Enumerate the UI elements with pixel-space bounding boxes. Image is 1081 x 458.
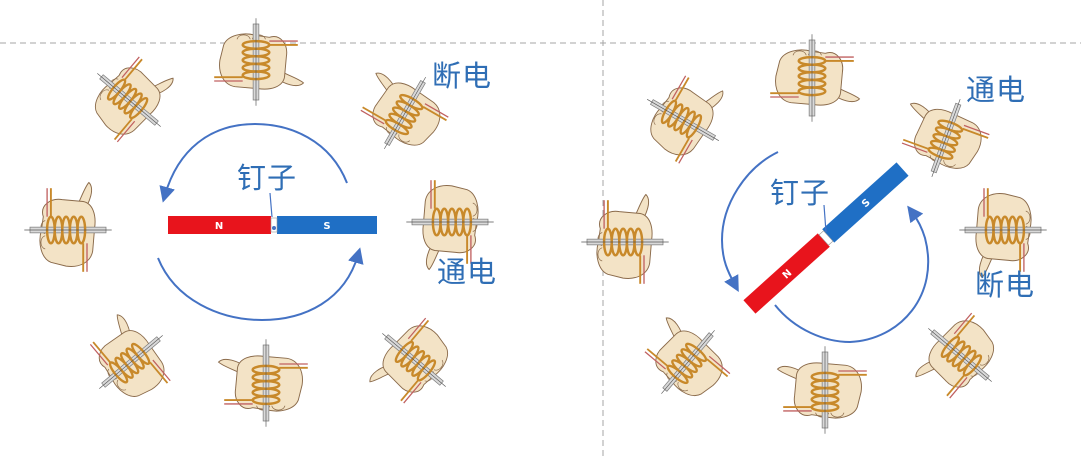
nail-pointer (823, 204, 827, 233)
rotation-arrow-upper (159, 122, 348, 203)
left-label-nail: 钉子 (237, 161, 298, 195)
right-label-nail: 钉子 (770, 176, 831, 210)
magnet-north (168, 216, 271, 234)
magnet-south (822, 162, 909, 243)
hand-coil-icon (626, 59, 743, 177)
rotation-arrow-left (720, 151, 779, 293)
left-label-power-off: 断电 (432, 59, 493, 93)
hand-coil-icon (70, 37, 191, 159)
left-panel: N S (23, 17, 495, 428)
rotation-arrow-lower (157, 247, 364, 322)
hand-coil-icon (776, 345, 869, 435)
magnet-north-label: N (215, 221, 223, 232)
right-label-power-on: 通电 (966, 73, 1027, 107)
rotation-arrow-right (774, 205, 930, 344)
right-label-power-off: 断电 (975, 268, 1036, 302)
left-label-power-on: 通电 (437, 255, 498, 289)
hand-coil-icon (23, 181, 113, 274)
hand-coil-icon (212, 17, 305, 107)
hand-coil-icon (352, 301, 473, 423)
nail-dot (272, 226, 276, 230)
hand-coil-icon (580, 193, 670, 286)
hand-coil-icon (625, 300, 747, 421)
hand-coil-icon (217, 338, 310, 428)
magnet-south-label: S (323, 221, 330, 232)
magnet-south (277, 216, 377, 234)
nail (270, 217, 278, 233)
hand-coil-icon (69, 299, 190, 421)
nail (818, 230, 834, 246)
right-panel: N S (580, 33, 1048, 435)
hand-coil-icon (768, 33, 861, 123)
nail-pointer (269, 192, 273, 218)
hand-coil-icon (898, 296, 1019, 418)
magnet-north (743, 233, 830, 314)
